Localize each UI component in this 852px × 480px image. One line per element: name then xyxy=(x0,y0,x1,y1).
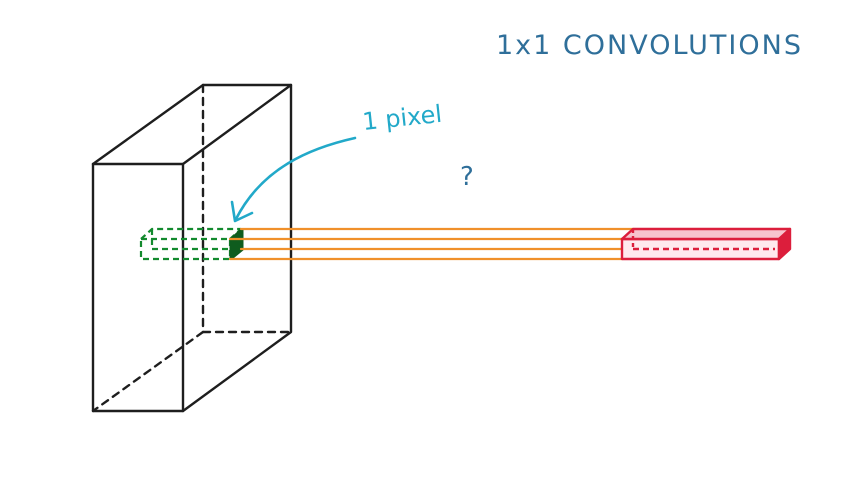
volume-top-face xyxy=(91,83,293,166)
volume-right-face xyxy=(181,83,293,413)
pixel-pointer-arrow xyxy=(230,136,357,223)
volume-hidden-edges xyxy=(91,83,293,413)
volume-front-face xyxy=(91,162,185,413)
question-mark: ? xyxy=(460,162,474,192)
input-volume xyxy=(91,83,293,413)
selected-pixel xyxy=(229,228,244,260)
projection-beam xyxy=(228,227,635,261)
output-column xyxy=(620,227,792,261)
pixel-column xyxy=(139,227,242,261)
slide-title: 1x1 CONVOLUTIONS xyxy=(496,30,803,61)
